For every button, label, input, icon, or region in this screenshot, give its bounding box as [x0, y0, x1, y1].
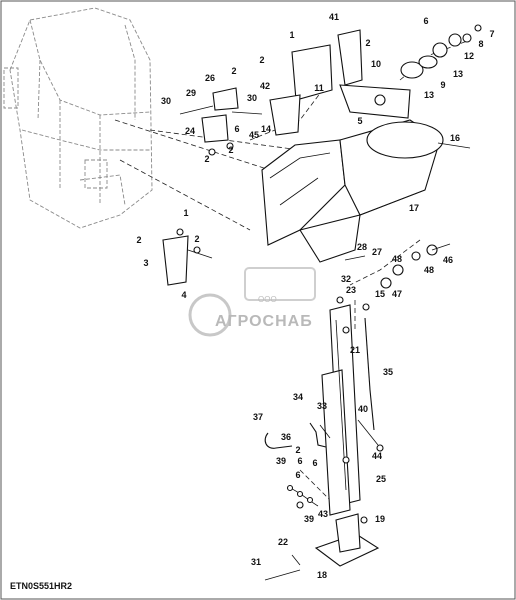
- callout-2: 2: [365, 38, 370, 48]
- callout-25: 25: [376, 474, 386, 484]
- callout-27: 27: [372, 247, 382, 257]
- callout-17: 17: [409, 203, 419, 213]
- callout-47: 47: [392, 289, 402, 299]
- upper-bracket-assembly: [291, 29, 411, 119]
- watermark-text: АГРОСНАБ: [215, 313, 313, 330]
- callout-2: 2: [295, 445, 300, 455]
- callout-2: 2: [136, 235, 141, 245]
- rod-40: [357, 419, 384, 452]
- callout-36: 36: [281, 432, 291, 442]
- callout-26: 26: [205, 73, 215, 83]
- callout-6: 6: [295, 470, 300, 480]
- callout-13: 13: [424, 90, 434, 100]
- callout-8: 8: [478, 39, 483, 49]
- hinge-hardware-cluster: [179, 87, 301, 156]
- callout-37: 37: [253, 412, 263, 422]
- callout-2: 2: [194, 234, 199, 244]
- base-plate-18: [264, 513, 380, 581]
- callout-21: 21: [350, 345, 360, 355]
- watermark: ООО АГРОСНАБ: [188, 267, 316, 337]
- callout-7: 7: [489, 29, 494, 39]
- callout-16: 16: [450, 133, 460, 143]
- callout-35: 35: [383, 367, 393, 377]
- fastener-stack-top-right: [400, 24, 482, 79]
- callout-48: 48: [392, 254, 402, 264]
- callout-18: 18: [317, 570, 327, 580]
- callout-23: 23: [346, 285, 356, 295]
- callout-3: 3: [143, 258, 148, 268]
- callout-4: 4: [181, 290, 186, 300]
- callout-14: 14: [261, 124, 271, 134]
- callout-41: 41: [329, 12, 339, 22]
- handle-parts: [264, 422, 331, 449]
- callout-44: 44: [372, 451, 382, 461]
- callout-46: 46: [443, 255, 453, 265]
- callout-2: 2: [204, 154, 209, 164]
- gas-strut-35: [364, 317, 375, 431]
- callout-6: 6: [234, 124, 239, 134]
- cab-housing-ghost: [3, 7, 153, 229]
- chain-43: [286, 484, 319, 509]
- callout-43: 43: [318, 509, 328, 519]
- callout-32: 32: [341, 274, 351, 284]
- callout-6: 6: [312, 458, 317, 468]
- callout-29: 29: [186, 88, 196, 98]
- callout-24: 24: [185, 126, 195, 136]
- chute-deflector-17: [261, 119, 471, 263]
- support-column: [321, 304, 361, 516]
- callout-40: 40: [358, 404, 368, 414]
- drawing-code: ETN0S551HR2: [10, 581, 72, 591]
- callout-15: 15: [375, 289, 385, 299]
- callout-34: 34: [293, 392, 303, 402]
- callout-48: 48: [424, 265, 434, 275]
- callout-30: 30: [161, 96, 171, 106]
- callout-6: 6: [423, 16, 428, 26]
- callout-1: 1: [289, 30, 294, 40]
- callout-1: 1: [183, 208, 188, 218]
- callout-33: 33: [317, 401, 327, 411]
- callout-2: 2: [228, 145, 233, 155]
- callout-22: 22: [278, 537, 288, 547]
- callout-28: 28: [357, 242, 367, 252]
- callout-45: 45: [249, 130, 259, 140]
- callout-30: 30: [247, 93, 257, 103]
- callout-13: 13: [453, 69, 463, 79]
- callout-31: 31: [251, 557, 261, 567]
- callout-9: 9: [440, 80, 445, 90]
- callout-2: 2: [231, 66, 236, 76]
- callout-2: 2: [259, 55, 264, 65]
- callout-19: 19: [375, 514, 385, 524]
- side-bracket-3: [162, 228, 213, 286]
- fastener-cluster-mid-right: [336, 243, 451, 311]
- watermark-prefix: ООО: [258, 295, 277, 304]
- callout-39: 39: [276, 456, 286, 466]
- callout-42: 42: [260, 81, 270, 91]
- callout-6: 6: [297, 456, 302, 466]
- callout-5: 5: [357, 116, 362, 126]
- callout-12: 12: [464, 51, 474, 61]
- callout-10: 10: [371, 59, 381, 69]
- callout-39: 39: [304, 514, 314, 524]
- callout-11: 11: [314, 83, 324, 93]
